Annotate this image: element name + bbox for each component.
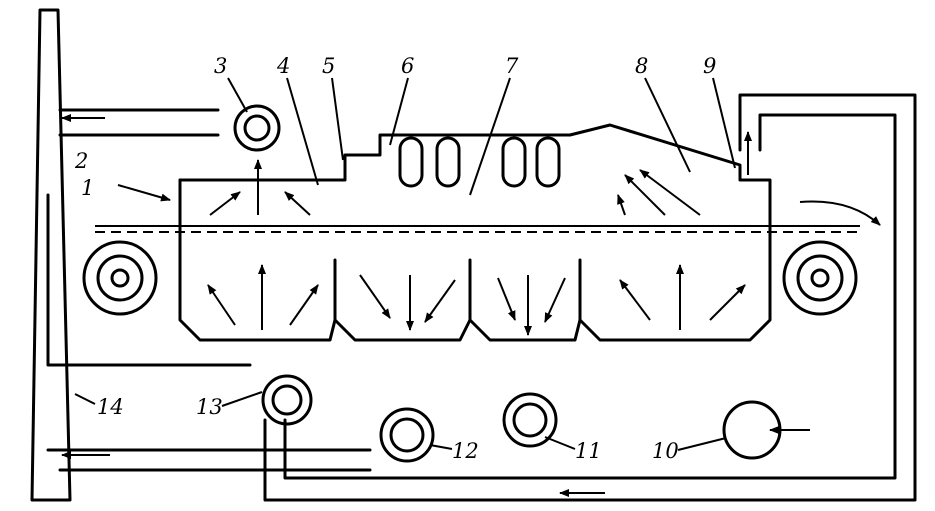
label-3: 3 (214, 54, 227, 78)
label-10: 10 (652, 439, 679, 463)
label-11: 11 (575, 439, 602, 463)
outer-casing (46, 108, 372, 472)
left-sprocket (82, 240, 158, 316)
label-13: 13 (196, 395, 223, 419)
part-labels: 1 2 3 4 5 6 7 8 9 10 11 12 13 14 (74, 54, 716, 463)
label-6: 6 (401, 54, 414, 78)
fan-12 (379, 407, 435, 463)
burners (398, 136, 561, 188)
chimney (30, 8, 72, 502)
label-1: 1 (81, 176, 94, 200)
label-9: 9 (703, 54, 716, 78)
fan-11 (502, 392, 558, 448)
label-2: 2 (74, 149, 88, 173)
label-7: 7 (505, 54, 519, 78)
lower-hoppers (178, 243, 772, 342)
recirculation-duct (263, 93, 917, 502)
flow-arrows (61, 114, 881, 497)
label-12: 12 (452, 439, 479, 463)
fan-13 (261, 374, 313, 426)
label-4: 4 (276, 54, 290, 78)
label-5: 5 (322, 54, 335, 78)
leader-lines (74, 77, 736, 451)
fan-3 (233, 104, 281, 152)
cooler-hood (178, 123, 772, 247)
grate (95, 225, 860, 233)
label-8: 8 (635, 54, 648, 78)
right-sprocket (782, 240, 858, 316)
label-14: 14 (97, 395, 124, 419)
